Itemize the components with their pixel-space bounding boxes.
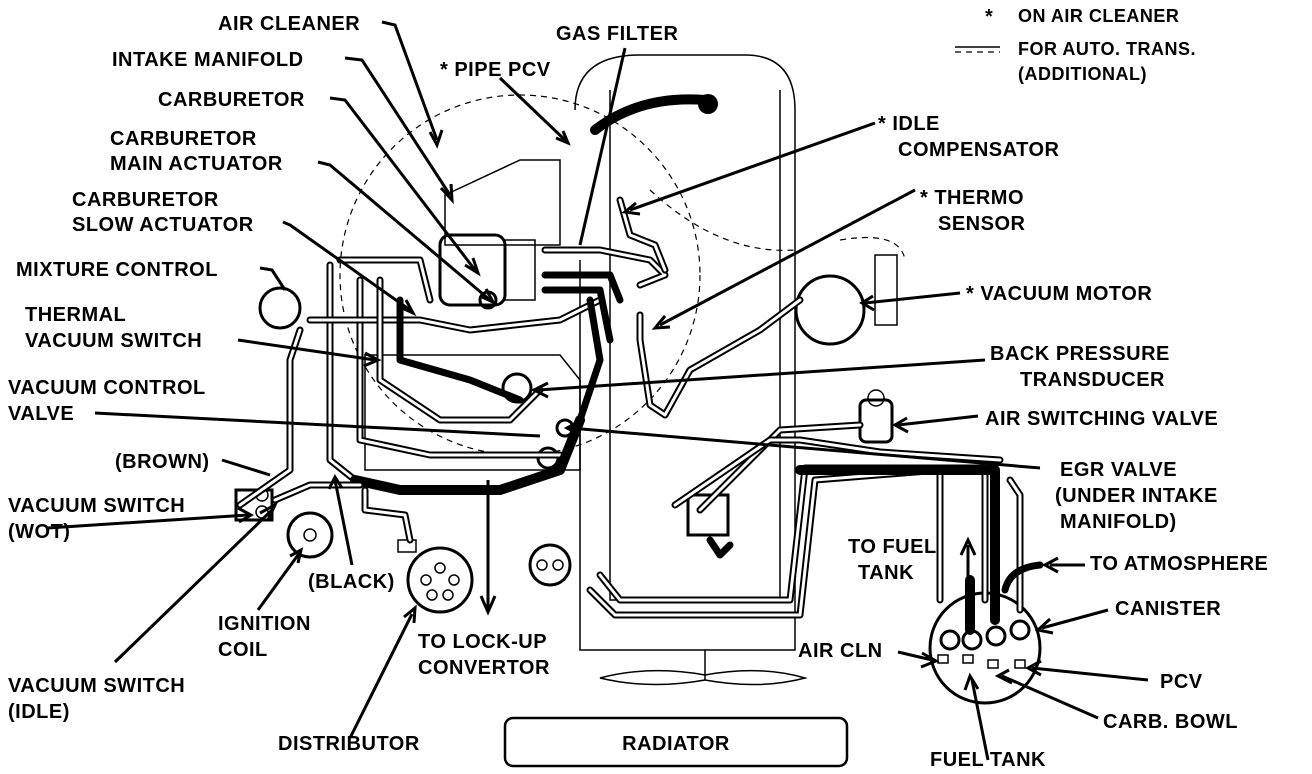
label-vacuum-control-valve-2: VALVE <box>8 403 74 425</box>
label-air-switching-valve: AIR SWITCHING VALVE <box>985 408 1218 430</box>
legend: * ON AIR CLEANER FOR AUTO. TRANS. (ADDIT… <box>955 6 1196 84</box>
label-mixture-control: MIXTURE CONTROL <box>16 259 218 281</box>
label-carb-main-actuator-1: CARBURETOR <box>110 128 257 150</box>
label-thermo-sensor-2: SENSOR <box>938 213 1026 235</box>
engine-drawing <box>234 54 1042 705</box>
label-pcv: PCV <box>1160 671 1203 693</box>
air-cleaner-outline <box>339 94 701 456</box>
radiator-box <box>503 716 849 768</box>
label-canister: CANISTER <box>1115 598 1221 620</box>
label-pipe-pcv: * PIPE PCV <box>440 59 551 81</box>
label-lockup-1: TO LOCK-UP <box>418 631 547 653</box>
engine-block-outline <box>574 54 796 651</box>
label-gas-filter: GAS FILTER <box>556 23 678 45</box>
label-to-fuel-tank-1: TO FUEL <box>848 536 937 558</box>
air-switching-valve-shape <box>858 398 894 444</box>
label-lockup-2: CONVERTOR <box>418 657 550 679</box>
label-carb-slow-actuator-1: CARBURETOR <box>72 189 219 211</box>
label-idle-compensator-2: COMPENSATOR <box>898 139 1059 161</box>
label-egr-valve-1: EGR VALVE <box>1060 459 1177 481</box>
label-brown: (BROWN) <box>115 451 210 473</box>
label-vacuum-switch-wot-2: (WOT) <box>8 521 70 543</box>
label-thermal-vacuum-switch-1: THERMAL <box>25 304 126 326</box>
label-to-atmosphere: TO ATMOSPHERE <box>1090 553 1268 575</box>
pcv-pipe <box>590 94 710 135</box>
label-idle-compensator-1: * IDLE <box>878 113 940 135</box>
labels: AIR CLEANER INTAKE MANIFOLD CARBURETOR C… <box>8 13 1268 771</box>
legend-star-text: ON AIR CLEANER <box>1018 6 1179 26</box>
mixture-control-shape <box>258 286 302 330</box>
label-carburetor: CARBURETOR <box>158 89 305 111</box>
label-thermo-sensor-1: * THERMO <box>920 187 1024 209</box>
label-distributor: DISTRIBUTOR <box>278 733 420 755</box>
snorkel <box>874 254 898 326</box>
label-bpt-2: TRANSDUCER <box>1020 369 1165 391</box>
egr-valve-shape <box>686 493 730 537</box>
label-air-cln: AIR CLN <box>798 640 883 662</box>
label-radiator: RADIATOR <box>622 733 730 755</box>
label-air-cleaner: AIR CLEANER <box>218 13 360 35</box>
label-black: (BLACK) <box>308 571 395 593</box>
legend-auto-trans-text-1: FOR AUTO. TRANS. <box>1018 39 1196 59</box>
label-fuel-tank: FUEL TANK <box>930 749 1046 771</box>
label-vacuum-switch-idle-1: VACUUM SWITCH <box>8 675 185 697</box>
label-thermal-vacuum-switch-2: VACUUM SWITCH <box>25 330 202 352</box>
label-intake-manifold: INTAKE MANIFOLD <box>112 49 304 71</box>
label-vacuum-switch-wot-1: VACUUM SWITCH <box>8 495 185 517</box>
legend-star-symbol: * <box>985 6 993 28</box>
distributor-shape <box>406 546 474 614</box>
label-egr-valve-3: MANIFOLD) <box>1060 511 1177 533</box>
label-egr-valve-2: (UNDER INTAKE <box>1055 485 1218 507</box>
leader-lines <box>47 20 1149 761</box>
label-to-fuel-tank-2: TANK <box>858 562 914 584</box>
ignition-coil-shape <box>286 511 334 559</box>
legend-auto-trans-text-2: (ADDITIONAL) <box>1018 64 1147 84</box>
label-ignition-coil-2: COIL <box>218 639 268 661</box>
label-bpt-1: BACK PRESSURE <box>990 343 1170 365</box>
label-vacuum-switch-idle-2: (IDLE) <box>8 701 70 723</box>
vacuum-motor-shape <box>794 274 866 346</box>
label-carb-slow-actuator-2: SLOW ACTUATOR <box>72 214 254 236</box>
hoses <box>236 196 1044 635</box>
label-carb-bowl: CARB. BOWL <box>1103 711 1238 733</box>
label-vacuum-control-valve-1: VACUUM CONTROL <box>8 377 206 399</box>
fan-blade <box>599 669 808 686</box>
label-carb-main-actuator-2: MAIN ACTUATOR <box>110 153 283 175</box>
label-ignition-coil-1: IGNITION <box>218 613 311 635</box>
label-vacuum-motor: * VACUUM MOTOR <box>966 283 1152 305</box>
radiator: RADIATOR <box>503 716 849 768</box>
